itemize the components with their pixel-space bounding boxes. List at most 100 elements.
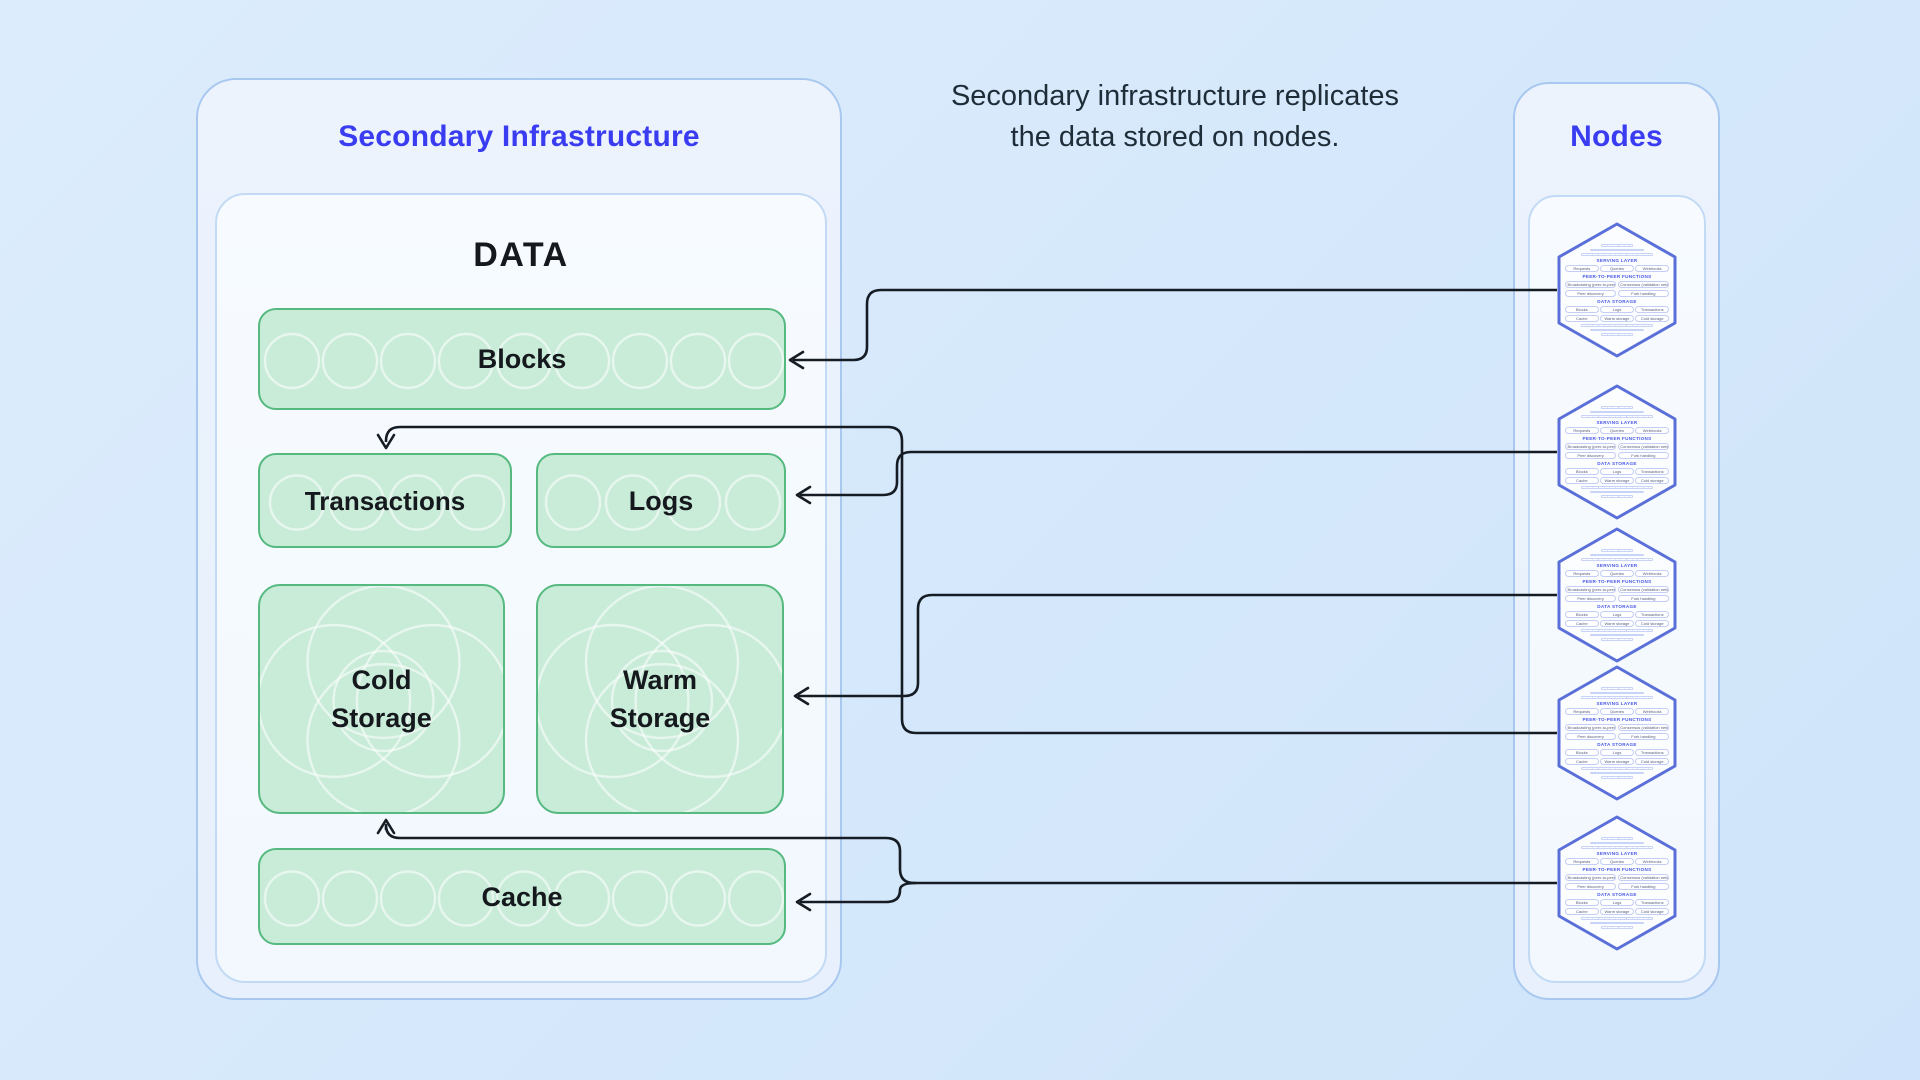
hex-pill: Queries [1600,426,1634,434]
hexagon-outline [1557,815,1677,951]
hex-pill: Logs [1600,899,1634,907]
data-card-title: DATA [473,236,569,274]
hex-pill: Blocks [1565,611,1599,619]
caption-line1: Secondary infrastructure replicates [950,80,1400,112]
hex-pill: Broadcasting (peer-to-peer network) [1565,874,1617,882]
hex-pill: Warm storage [1600,908,1634,916]
hex-pill: Fork handling [1617,595,1669,603]
cache-box: Cache [258,848,786,945]
hex-pill: Cache [1565,758,1599,766]
hex-pill: Transactions [1635,749,1670,757]
brick-pattern-row [1601,549,1633,552]
hex-section-heading: DATA STORAGE [1597,461,1637,467]
hex-pill: Logs [1600,611,1634,619]
hex-pill: Consensus (validation network) [1617,724,1669,732]
hex-pill: Blocks [1565,306,1599,314]
hex-pill: Peer discovery [1565,733,1617,741]
hex-pill: Cold storage [1635,477,1670,485]
brick-pattern-row [1580,253,1654,256]
brick-pattern-row [1601,495,1633,498]
cold-storage-box: Cold Storage [258,584,505,814]
hex-pill: Cache [1565,908,1599,916]
hex-pill-row: Broadcasting (peer-to-peer network)Conse… [1565,586,1669,594]
hex-pill: Fork handling [1617,883,1669,891]
arrowhead-node-5-to-cache [795,892,812,912]
logs-label: Logs [628,485,694,516]
hex-pill: Peer discovery [1565,883,1617,891]
brick-pattern-row [1601,244,1633,247]
hex-section-heading: DATA STORAGE [1597,742,1637,748]
connector-node-2-to-logs [800,450,1557,497]
nodes-title: Nodes [1570,120,1663,153]
warm-storage-line2: Storage [609,703,711,733]
warm-storage-box: Warm Storage [536,584,784,814]
hex-pill: Broadcasting (peer-to-peer network) [1565,443,1617,451]
blocks-label: Blocks [477,344,567,374]
hex-section-heading: PEER-TO-PEER FUNCTIONS [1582,578,1652,584]
brick-pattern-row [1580,767,1654,770]
hex-pill-row: Broadcasting (peer-to-peer network)Conse… [1565,724,1669,732]
brick-pattern-row [1589,410,1645,414]
cache-circle-pattern [263,870,784,927]
hexagon-outline [1557,527,1677,663]
hexagon-outline [1557,384,1677,520]
hex-pill: Cache [1565,315,1599,323]
hex-pill: Fork handling [1617,452,1669,460]
hex-pill: Cold storage [1635,620,1670,628]
hex-section-heading: DATA STORAGE [1597,299,1637,305]
hex-section-heading: DATA STORAGE [1597,892,1637,898]
hex-section-heading: PEER-TO-PEER FUNCTIONS [1582,273,1652,279]
cold-storage-circle-pattern [260,586,503,812]
hex-pill: Fork handling [1617,733,1669,741]
brick-pattern-row [1580,917,1654,920]
hex-pill: Transactions [1635,306,1670,314]
hex-section-heading: SERVING LAYER [1596,850,1638,856]
arrowhead-node-1-to-blocks [788,350,805,370]
brick-pattern-row [1601,837,1633,840]
arrowhead-node-3-to-warm-storage [793,686,810,706]
arrowhead-node-5-to-cold-storage [376,818,396,835]
hex-pill: Warm storage [1600,758,1634,766]
hex-pill: Logs [1600,468,1634,476]
transactions-label: Transactions [304,485,466,516]
caption: Secondary infrastructure replicates the … [895,76,1455,158]
hex-section-heading: SERVING LAYER [1596,257,1638,263]
transactions-circle-pattern [268,474,506,531]
cold-storage-line2: Storage [331,703,432,733]
hex-pill: Blocks [1565,468,1599,476]
hexagon-outline [1557,222,1677,358]
hex-pill: Webhooks [1635,569,1670,577]
brick-pattern-row [1589,841,1645,845]
brick-pattern-row [1601,926,1633,929]
hex-pill: Webhooks [1635,857,1670,865]
brick-pattern-row [1580,415,1654,418]
hex-pill: Queries [1600,857,1634,865]
arrowhead-node-2-to-logs [795,485,812,505]
caption-line2: the data stored on nodes. [1010,121,1340,153]
warm-storage-label: Warm Storage [610,661,711,737]
brick-pattern-row [1601,687,1633,690]
hex-pill: Requests [1565,569,1599,577]
hex-pill: Blocks [1565,899,1599,907]
hex-pill: Peer discovery [1565,452,1617,460]
brick-pattern-row [1580,486,1654,489]
hex-pill: Webhooks [1635,264,1670,272]
hex-pill: Broadcasting (peer-to-peer network) [1565,724,1617,732]
hex-pill-row: Broadcasting (peer-to-peer network)Conse… [1565,443,1669,451]
hex-pill: Blocks [1565,749,1599,757]
